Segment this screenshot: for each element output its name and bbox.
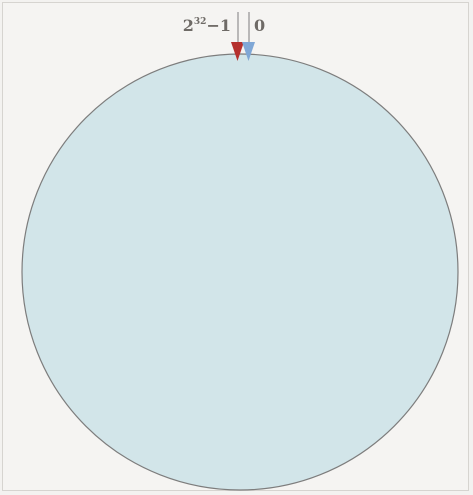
max-value-exponent: 32 [193,17,207,27]
hash-ring [21,53,459,491]
zero-value-label: 0 [254,16,266,35]
max-value-suffix: −1 [206,16,231,35]
max-value-label: 232−1 [183,18,231,34]
max-value-base: 2 [182,16,194,35]
zero-arrow-icon [242,42,255,61]
max-arrow-icon [231,42,244,61]
